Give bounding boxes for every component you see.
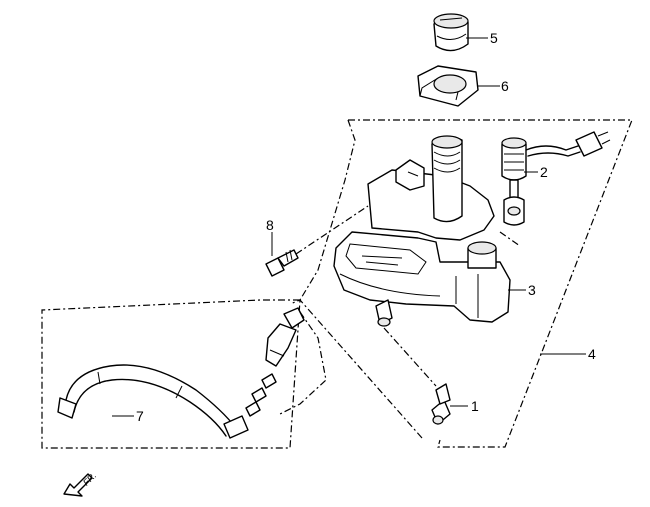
callout-2: 2	[540, 164, 548, 180]
callout-6: 6	[501, 78, 509, 94]
callout-7: 7	[136, 408, 144, 424]
hose-fitting	[383, 327, 451, 425]
leader-lines	[112, 37, 586, 417]
front-arrow-icon	[63, 473, 93, 497]
breather-hose	[57, 307, 327, 439]
front-indicator: FR.	[63, 470, 98, 497]
callout-4: 4	[588, 346, 596, 362]
callout-labels: 5 6 2 3 4 1 7 8	[136, 30, 596, 424]
callout-1: 1	[471, 398, 479, 414]
callout-3: 3	[528, 282, 536, 298]
mounting-bolt	[265, 205, 369, 277]
assembly-boundary	[41, 119, 633, 449]
oil-level-sensor	[499, 131, 611, 247]
cap-gasket	[417, 65, 479, 107]
callout-8: 8	[266, 217, 274, 233]
callout-5: 5	[490, 30, 498, 46]
tank-cap	[433, 13, 469, 52]
oil-tank	[333, 135, 511, 327]
